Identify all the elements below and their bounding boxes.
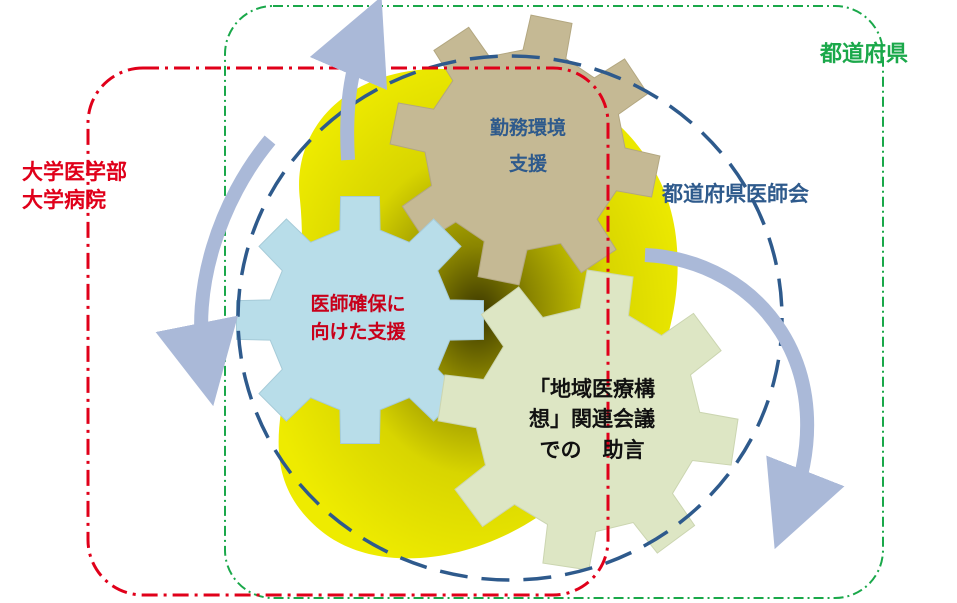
cycle-arrow-top <box>309 0 388 161</box>
gear-regional-label-line1: 「地域医療構 <box>529 377 655 401</box>
gear-doctor-label-line2: 向けた支援 <box>310 320 406 343</box>
university-label-line1: 大学医学部 <box>22 160 127 184</box>
gear-doctor-label-line1: 医師確保に <box>310 293 406 315</box>
gear-work-label-line1: 勤務環境 <box>489 117 567 139</box>
cycle-arrow-left <box>155 135 276 407</box>
prefecture-label: 都道府県 <box>820 42 909 67</box>
university-region <box>86 66 610 597</box>
gear-regional-label-line2: 想」関連会議 <box>529 407 655 432</box>
medical-association-ellipse <box>236 54 784 582</box>
gear-regional-vision <box>437 269 739 571</box>
prefecture-region <box>224 5 884 599</box>
medical-association-label: 都道府県医師会 <box>662 182 809 206</box>
cycle-arrow-right <box>644 248 845 550</box>
gear-work-label-line2: 支援 <box>508 153 548 176</box>
gear-regional-label: 「地域医療構 想」関連会議 での 助言 <box>529 374 655 465</box>
gear-work-environment <box>389 14 661 286</box>
university-label-line2: 大学病院 <box>22 188 106 213</box>
gear-regional-label-line3: での 助言 <box>539 437 645 462</box>
university-label: 大学医学部 大学病院 <box>22 158 127 215</box>
gear-doctor-label: 医師確保に 向けた支援 <box>310 291 405 346</box>
gear-work-label: 勤務環境 支援 <box>490 110 566 182</box>
